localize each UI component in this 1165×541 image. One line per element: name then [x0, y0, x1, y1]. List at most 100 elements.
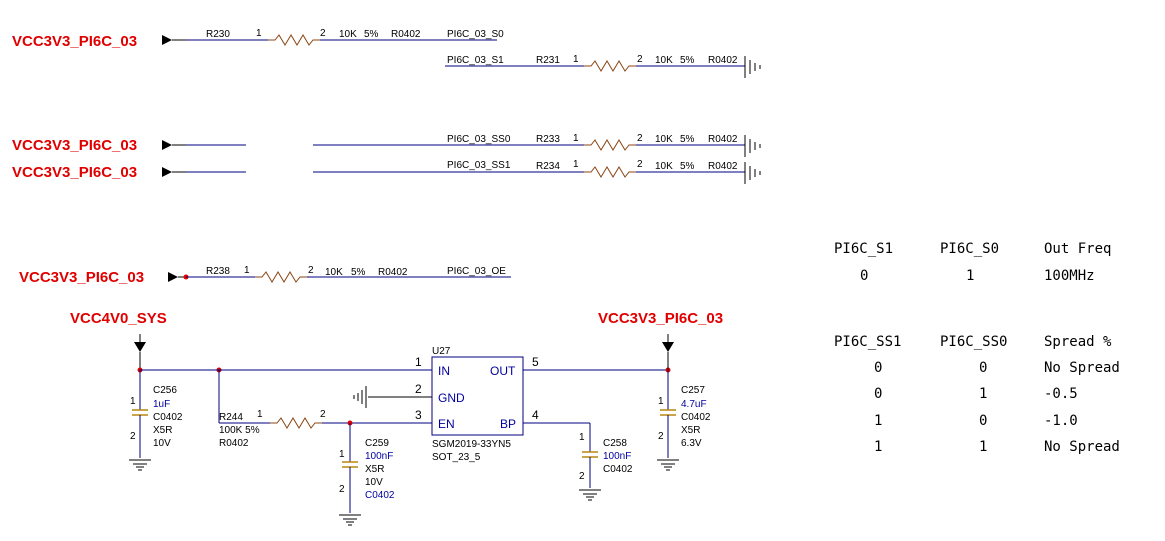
pin-number: 1: [573, 54, 579, 65]
pin-number: 2: [579, 471, 585, 482]
ground-icon: [129, 459, 151, 471]
capacitor-dielectric: X5R: [153, 425, 172, 436]
pin-number: 1: [573, 159, 579, 170]
table-cell: 1: [979, 386, 987, 402]
capacitor-value: 100nF: [603, 451, 631, 462]
ldo-ic-body: [431, 356, 524, 436]
net-label: PI6C_03_SS1: [447, 160, 511, 171]
table-cell: -1.0: [1044, 413, 1078, 429]
ground-icon: [744, 135, 761, 157]
table-cell: 1: [979, 439, 987, 455]
resistor-tolerance: 5%: [680, 161, 695, 172]
ground-icon: [579, 489, 601, 501]
table-cell: 0: [979, 413, 987, 429]
r233-circuit: VCC3V3_PI6C_03 PI6C_03_SS0 R233 1 2 10K …: [12, 133, 761, 157]
capacitor-ref: C257: [681, 385, 705, 396]
power-label-vcc4v0: VCC4V0_SYS: [70, 310, 167, 327]
ground-icon: [744, 56, 761, 78]
pin-number: 2: [339, 484, 345, 495]
capacitor-voltage: 10V: [153, 438, 171, 449]
table-cell: 0: [860, 268, 868, 284]
resistor-tolerance: 5%: [351, 267, 366, 278]
ground-icon: [353, 386, 367, 408]
pin-number: 1: [415, 355, 422, 369]
ic-pin-out: OUT: [490, 364, 516, 378]
pin-number: 4: [532, 408, 539, 422]
resistor-package: R0402: [708, 134, 738, 145]
resistor-package: R0402: [708, 55, 738, 66]
ic-part-number: SGM2019-33YN5: [432, 439, 511, 450]
pin-number: 1: [256, 28, 262, 39]
resistor-value: 10K: [655, 161, 673, 172]
pin-number: 2: [308, 265, 314, 276]
capacitor-package: C0402: [681, 412, 711, 423]
capacitor-ref: C259: [365, 438, 389, 449]
resistor-package: R0402: [708, 161, 738, 172]
table-cell: 1: [966, 268, 974, 284]
capacitor-voltage: 6.3V: [681, 438, 702, 449]
table-cell: 0: [979, 360, 987, 376]
r234-circuit: VCC3V3_PI6C_03 PI6C_03_SS1 R234 1 2 10K …: [12, 159, 761, 184]
resistor-icon: [270, 417, 322, 429]
table-cell: 1: [874, 413, 882, 429]
net-label: PI6C_03_S0: [447, 29, 504, 40]
pin-number: 2: [320, 409, 326, 420]
power-port-arrow-icon: [162, 167, 172, 177]
pin-number: 2: [658, 431, 664, 442]
power-port-arrow-icon: [162, 35, 172, 45]
power-label-vcc3v3: VCC3V3_PI6C_03: [598, 310, 723, 327]
pin-number: 2: [637, 159, 643, 170]
table-cell: 1: [874, 439, 882, 455]
power-label-vcc3v3: VCC3V3_PI6C_03: [19, 269, 144, 286]
power-label-vcc3v3: VCC3V3_PI6C_03: [12, 137, 137, 154]
capacitor-ref: C256: [153, 385, 177, 396]
resistor-ref: R244: [219, 412, 243, 423]
capacitor-package: C0402: [365, 490, 395, 501]
ic-pin-in: IN: [438, 364, 450, 378]
resistor-ref: R231: [536, 55, 560, 66]
resistor-icon: [584, 139, 636, 151]
resistor-icon: [268, 34, 320, 46]
capacitor-dielectric: X5R: [365, 464, 384, 475]
ground-icon: [339, 514, 361, 526]
power-label-vcc3v3: VCC3V3_PI6C_03: [12, 33, 137, 50]
net-label: PI6C_03_OE: [447, 266, 506, 277]
frequency-table: PI6C_S1 PI6C_S0 Out Freq 0 1 100MHz: [834, 241, 1111, 284]
capacitor-ref: C258: [603, 438, 627, 449]
ic-pin-en: EN: [438, 417, 455, 431]
pin-number: 1: [573, 133, 579, 144]
capacitor-icon: [132, 409, 148, 416]
resistor-ref: R234: [536, 161, 560, 172]
table-header: PI6C_SS0: [940, 334, 1007, 350]
table-cell: 100MHz: [1044, 268, 1095, 284]
table-cell: No Spread: [1044, 360, 1120, 376]
pin-number: 2: [415, 382, 422, 396]
table-cell: No Spread: [1044, 439, 1120, 455]
net-label: PI6C_03_S1: [447, 55, 504, 66]
capacitor-value: 4.7uF: [681, 399, 707, 410]
pin-number: 1: [244, 265, 250, 276]
pin-number: 1: [658, 396, 664, 407]
resistor-ref: R230: [206, 29, 230, 40]
resistor-tolerance: 5%: [364, 29, 379, 40]
table-cell: 0: [874, 360, 882, 376]
table-header: PI6C_S0: [940, 241, 999, 257]
resistor-package: R0402: [378, 267, 408, 278]
power-label-vcc3v3: VCC3V3_PI6C_03: [12, 164, 137, 181]
power-port-arrow-icon: [162, 140, 172, 150]
ground-icon: [657, 459, 679, 471]
r231-circuit: PI6C_03_S1 R231 1 2 10K 5% R0402: [445, 54, 761, 78]
ic-pin-gnd: GND: [438, 391, 465, 405]
pin-number: 3: [415, 408, 422, 422]
pin-number: 1: [130, 396, 136, 407]
ground-icon: [744, 162, 761, 184]
pin-number: 2: [637, 54, 643, 65]
table-cell: 0: [874, 386, 882, 402]
resistor-icon: [584, 166, 636, 178]
pin-number: 1: [579, 432, 585, 443]
capacitor-package: C0402: [603, 464, 633, 475]
pin-number: 2: [320, 28, 326, 39]
pin-number: 2: [130, 431, 136, 442]
resistor-value: 100K 5%: [219, 425, 260, 436]
